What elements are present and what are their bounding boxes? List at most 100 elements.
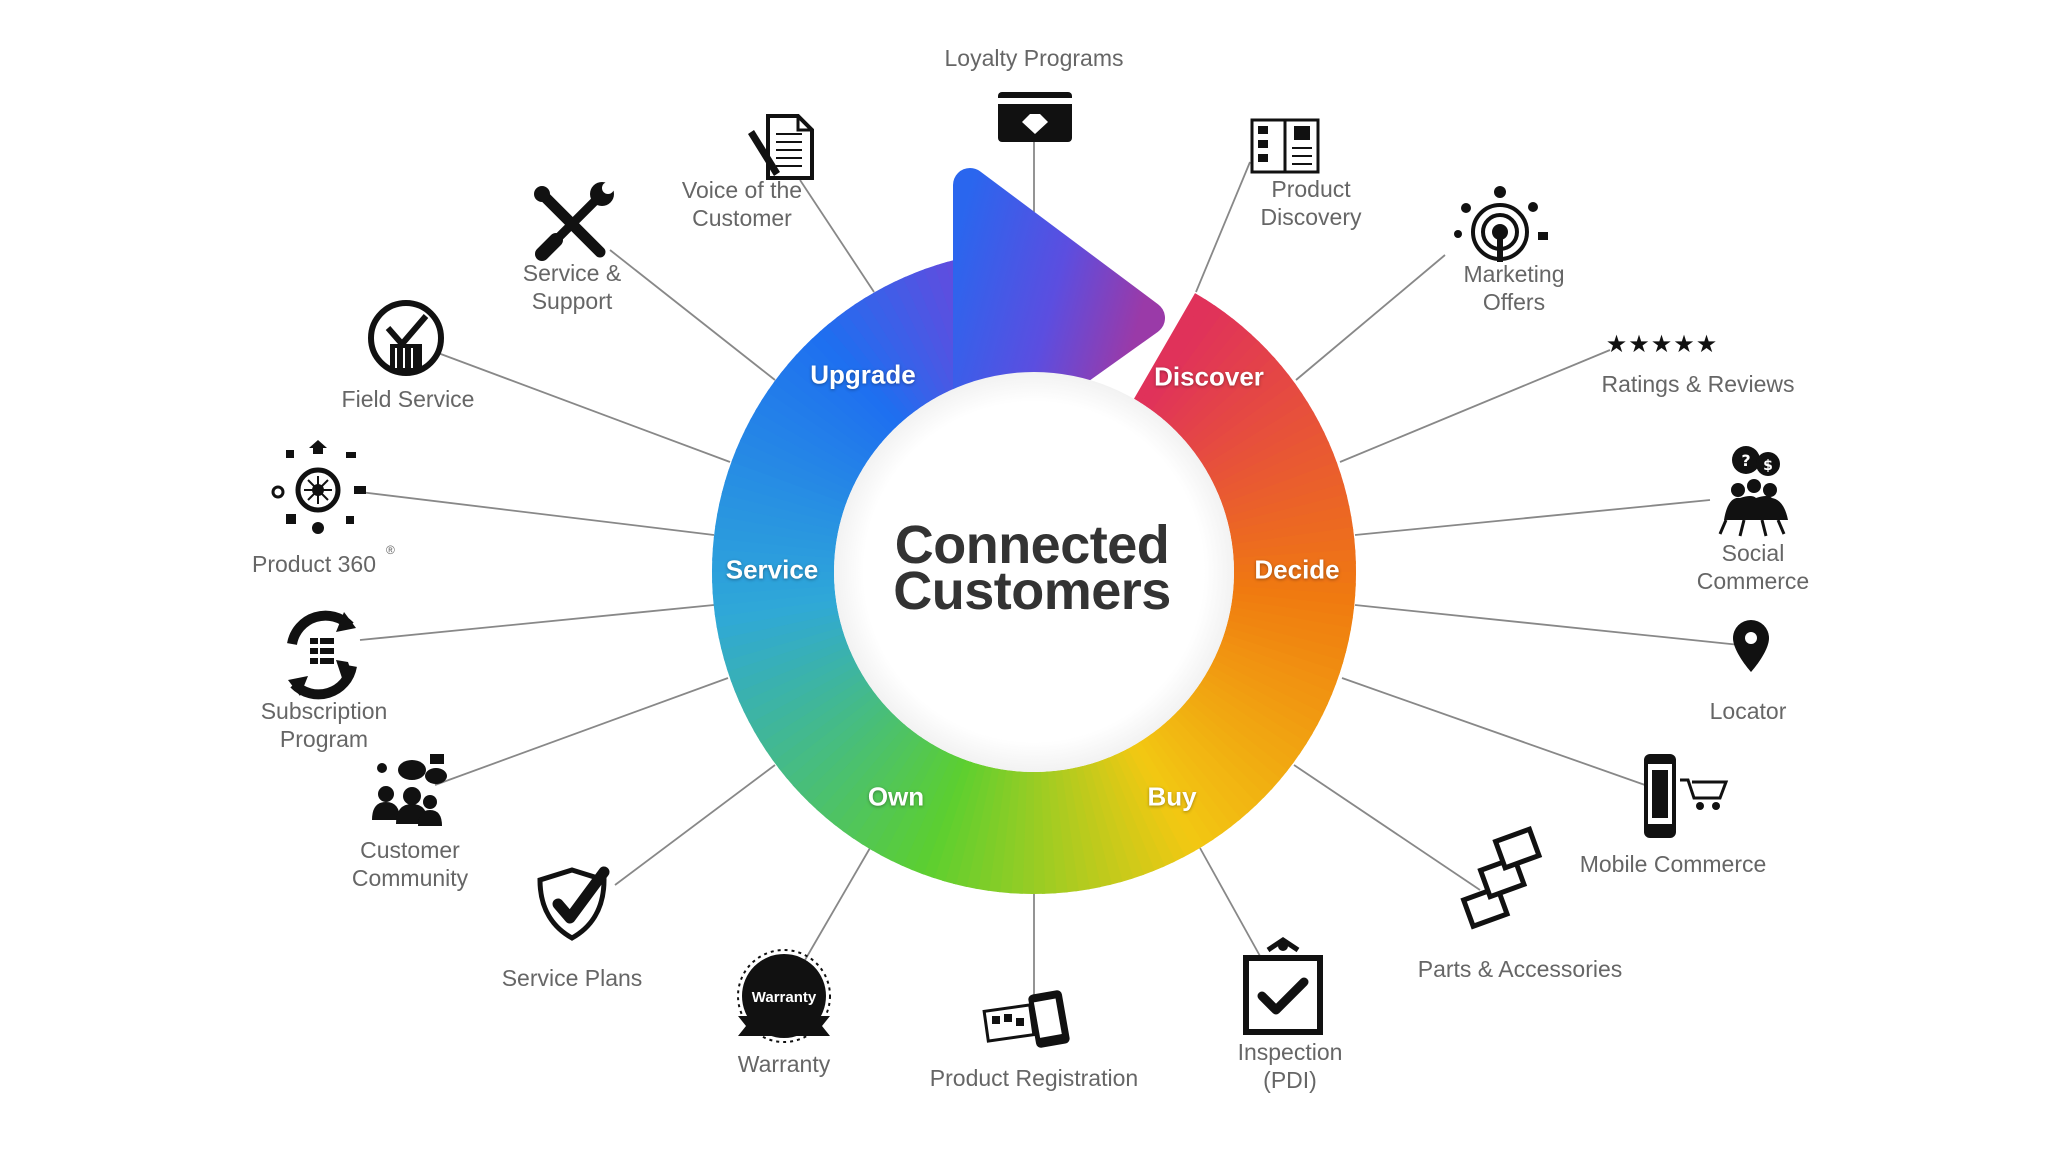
ring-segment <box>1113 751 1176 868</box>
ring-segment <box>730 638 849 693</box>
ring-segment <box>749 408 862 479</box>
label-product-360: Product 360 <box>251 551 377 577</box>
center-title: Connected Customers <box>893 515 1171 621</box>
ring-segment <box>802 338 897 434</box>
ring-segment <box>1145 305 1226 412</box>
ring-segment <box>1198 677 1308 755</box>
ring-segment <box>1171 710 1266 806</box>
phone-cart-icon <box>1644 754 1729 838</box>
ring-segment <box>827 316 913 419</box>
ring-segment <box>1221 461 1342 513</box>
warranty-badge-icon: Warranty <box>737 949 831 1043</box>
ring-segment <box>755 398 866 472</box>
ring-segment <box>1144 733 1224 841</box>
label-customer-community: Customer Community <box>351 837 469 891</box>
ring-segment <box>724 469 845 517</box>
stage-upgrade: Upgrade <box>810 359 916 390</box>
ring-segment <box>744 417 859 485</box>
ring-segment <box>1207 411 1320 480</box>
ring-segment <box>1215 646 1333 707</box>
ring-segment <box>723 625 844 672</box>
document-pen-icon <box>748 114 814 180</box>
ring-segment <box>882 281 949 396</box>
center-hole <box>834 372 1234 772</box>
ring-segment <box>1199 391 1309 468</box>
ring-segment <box>1232 527 1355 554</box>
ring-segment <box>738 651 855 714</box>
ring-segment <box>1132 741 1205 853</box>
ring-segment <box>1229 505 1352 540</box>
ring-segment <box>1052 770 1079 893</box>
svg-text:$: $ <box>1763 458 1773 474</box>
ring-segment <box>778 693 881 779</box>
ring-segment <box>712 568 835 584</box>
broadcast-icon <box>1454 186 1548 262</box>
ring-segment <box>1185 695 1288 782</box>
ring-segment <box>1221 633 1341 686</box>
center-title-line1: Connected <box>894 515 1170 575</box>
ring-segment <box>718 611 840 650</box>
ring-segment <box>1087 762 1134 883</box>
five-stars-icon: ★★★★★ <box>1606 330 1719 358</box>
ring-segment <box>842 732 923 839</box>
shield-check-icon <box>537 866 610 941</box>
ring-segment <box>1182 356 1283 446</box>
ring-segment <box>1162 325 1252 425</box>
label-subscription-program: Subscription Program <box>260 698 388 752</box>
ring-segment <box>1151 311 1235 416</box>
ring-segment <box>726 631 847 683</box>
stage-decide: Decide <box>1254 554 1340 585</box>
ring-segment <box>720 618 842 661</box>
ring-segment <box>1187 365 1290 451</box>
stage-own: Own <box>867 781 925 812</box>
ring-segment <box>748 664 861 733</box>
label-social-commerce: Social Commerce <box>1696 540 1810 594</box>
ring-segment <box>1230 516 1354 547</box>
ring-segment <box>824 723 911 826</box>
center-title-line2: Customers <box>893 561 1171 621</box>
ring-segment <box>767 380 874 461</box>
ring-segment <box>818 323 908 424</box>
label-mobile-commerce: Mobile Commerce <box>1579 851 1767 877</box>
ring-segment <box>899 753 960 871</box>
ring-segment <box>851 736 929 846</box>
ring-segment <box>1139 298 1217 408</box>
ring-segment <box>1100 757 1155 876</box>
ring-segment <box>1226 483 1348 526</box>
ring-segment <box>1216 441 1334 500</box>
ring-segment <box>816 719 906 819</box>
field-service-icon <box>368 300 444 376</box>
ring-segment <box>1166 715 1258 814</box>
ring-segment <box>1066 767 1101 890</box>
stage-service: Service <box>725 554 819 585</box>
ring-segment <box>759 676 869 753</box>
ring-segment <box>734 644 852 703</box>
ring-segment <box>731 448 850 504</box>
ring-segment <box>1080 764 1123 886</box>
svg-text:Warranty: Warranty <box>752 989 817 1006</box>
ring-segment <box>800 709 896 804</box>
subscription-cycle-icon <box>287 610 357 700</box>
ring-segment <box>833 728 917 833</box>
ring-segment <box>1218 640 1337 696</box>
ring-segment <box>853 297 930 407</box>
ring-segment <box>807 714 901 812</box>
ring-segment <box>873 286 942 399</box>
ring-segment <box>716 604 839 639</box>
ring-segment <box>1233 560 1356 576</box>
ring-segment <box>743 657 858 724</box>
lifecycle-ring <box>712 253 1356 894</box>
ring-segment <box>1119 748 1186 863</box>
ring-segment <box>735 437 853 498</box>
label-ratings-reviews: Ratings & Reviews <box>1601 371 1795 397</box>
ring-segment <box>860 740 934 851</box>
ring-segment <box>870 744 941 857</box>
ring-segment <box>1190 689 1295 773</box>
stage-discover: Discover <box>1154 361 1264 392</box>
ring-segment <box>1228 494 1350 533</box>
ring-segment <box>773 371 878 455</box>
ring-segment <box>879 747 947 862</box>
ring-segment <box>1202 672 1313 746</box>
ring-segment <box>1160 720 1250 821</box>
ring-segment <box>889 750 953 867</box>
